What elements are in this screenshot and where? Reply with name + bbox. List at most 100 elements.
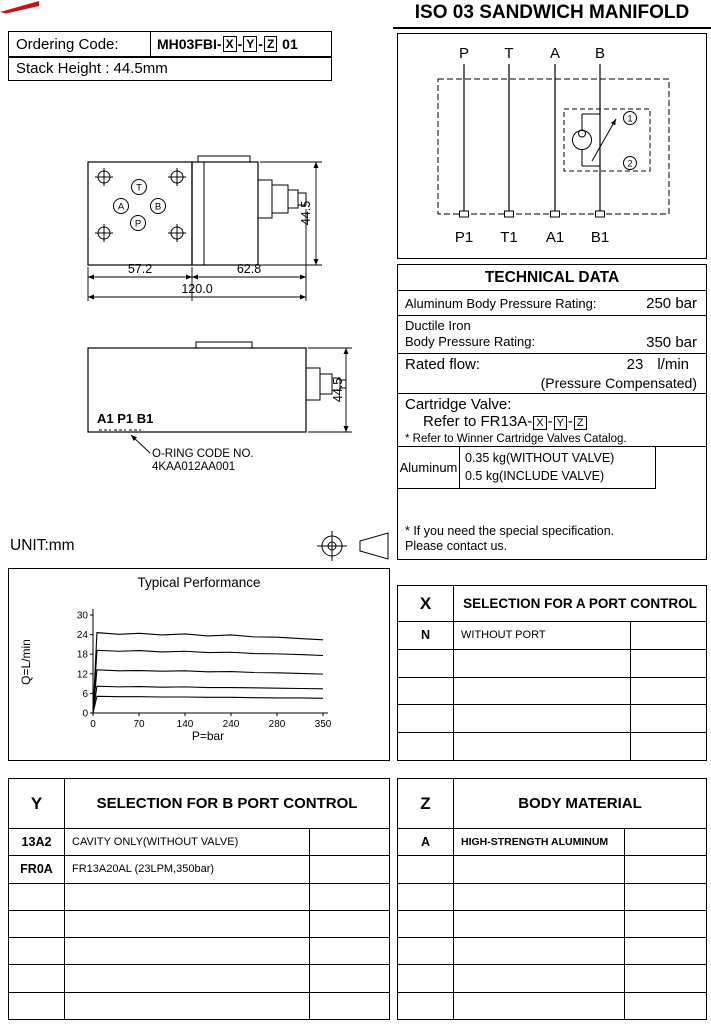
ordering-code-y: Y — [243, 36, 258, 52]
series-flow-8 — [92, 685, 324, 714]
ref-code-x: X — [533, 416, 547, 430]
table-cell-desc — [454, 883, 625, 910]
valve-markers: 1 2 — [623, 111, 637, 170]
table-header: X SELECTION FOR A PORT CONTROL — [398, 586, 706, 622]
weight-values: 0.35 kg(WITHOUT VALVE) 0.5 kg(INCLUDE VA… — [460, 447, 655, 488]
table-cell-code — [398, 965, 454, 992]
marker-2: 2 — [627, 159, 632, 169]
port-circle-letters: T A B P — [118, 183, 161, 230]
table-cell-code — [398, 677, 454, 705]
chart-title: Typical Performance — [137, 575, 261, 590]
port-label-t1: T1 — [500, 229, 518, 246]
rated-flow-note: (Pressure Compensated) — [540, 375, 697, 391]
series-flow-19 — [92, 649, 324, 714]
table-row — [398, 677, 706, 706]
table-cell-code — [398, 883, 454, 910]
oring-code-label: O-RING CODE NO. — [152, 448, 254, 460]
weight-material: Aluminum — [398, 447, 460, 488]
table-row — [9, 910, 389, 939]
front-view — [87, 341, 347, 433]
marker-1: 1 — [627, 114, 632, 124]
table-cell-extra — [631, 705, 706, 732]
table-title-y: SELECTION FOR B PORT CONTROL — [96, 795, 358, 812]
table-cell-desc — [65, 883, 310, 910]
x-axis-label: P=bar — [191, 729, 225, 743]
table-cell-code: FR0A — [9, 856, 65, 883]
title-underline — [393, 27, 711, 29]
table-cell-desc — [65, 910, 310, 938]
ref-code-y: Y — [553, 416, 567, 430]
port-label-p: P — [459, 45, 469, 62]
ordering-code-suffix: 01 — [278, 36, 298, 52]
table-cell-extra — [310, 993, 389, 1019]
ref-code-z: Z — [573, 416, 587, 430]
table-cell-desc — [454, 733, 631, 760]
table-cell-code — [398, 910, 454, 938]
page-title: ISO 03 SANDWICH MANIFOLD — [414, 2, 690, 23]
table-row — [398, 733, 706, 760]
table-cell-code — [398, 733, 454, 760]
cartridge-valve-front — [305, 367, 347, 401]
port-letter-b: B — [155, 202, 161, 213]
ordering-code-z: Z — [263, 36, 278, 52]
top-port-labels: P T A B — [459, 45, 605, 62]
front-port-labels: A1 P1 B1 — [97, 411, 153, 426]
weight-include-valve: 0.5 kg(INCLUDE VALVE) — [465, 469, 605, 483]
ductile-pressure-value: 350 bar — [646, 334, 697, 351]
aluminum-pressure-label: Aluminum Body Pressure Rating: — [405, 295, 597, 311]
table-cell-desc — [454, 938, 625, 965]
x-tick-label: 350 — [315, 719, 332, 730]
table-row — [9, 992, 389, 1019]
table-code-x: X — [398, 586, 454, 621]
dim-44-5-front: 44.5 — [331, 378, 345, 402]
table-cell-desc — [454, 910, 625, 938]
brand-logo-mark — [0, 1, 39, 14]
table-cell-code: N — [398, 622, 454, 649]
table-header: Z BODY MATERIAL — [398, 779, 706, 829]
table-cell-extra — [625, 856, 706, 882]
rated-flow-label: Rated flow: — [405, 356, 481, 373]
table-cell-desc — [454, 992, 625, 1019]
top-view — [87, 155, 307, 266]
weight-without-valve: 0.35 kg(WITHOUT VALVE) — [465, 451, 615, 465]
table-row — [9, 938, 389, 966]
ordering-code-label: Ordering Code: — [9, 32, 151, 56]
table-cell-desc: WITHOUT PORT — [454, 622, 631, 649]
weight-table: Aluminum 0.35 kg(WITHOUT VALVE) 0.5 kg(I… — [398, 447, 656, 489]
table-cell-code — [398, 938, 454, 965]
table-cell-code — [9, 883, 65, 910]
table-cell-extra — [631, 622, 706, 649]
table-cell-desc — [65, 938, 310, 965]
port-label-b: B — [595, 45, 605, 62]
table-cell-desc: HIGH-STRENGTH ALUMINUM — [454, 829, 625, 856]
aluminum-pressure-value: 250 bar — [646, 294, 697, 312]
table-cell-extra — [310, 856, 389, 882]
table-row — [398, 910, 706, 939]
y-tick-label: 18 — [77, 650, 89, 661]
ordering-code-value: MH03FBI-X-Y-Z 01 — [151, 32, 331, 56]
manifold-boundary — [437, 78, 670, 215]
port-label-a: A — [550, 45, 560, 62]
cartridge-valve-ref: Refer to FR13A-X-Y-Z — [405, 413, 699, 430]
table-cell-code — [9, 965, 65, 992]
port-lines — [463, 64, 601, 214]
table-cell-extra — [310, 884, 389, 910]
table-cell-extra — [625, 884, 706, 910]
table-row — [398, 992, 706, 1019]
table-cell-extra — [625, 938, 706, 964]
aluminum-pressure-row: Aluminum Body Pressure Rating: 250 bar — [398, 291, 706, 316]
table-cell-extra — [310, 965, 389, 991]
y-tick-label: 30 — [77, 611, 89, 622]
ordering-code-x: X — [222, 36, 237, 52]
series-flow-24 — [92, 632, 324, 714]
dim-57-2: 57.2 — [128, 262, 152, 276]
dim-120: 120.0 — [181, 282, 212, 296]
y-tick-label: 12 — [77, 669, 89, 680]
